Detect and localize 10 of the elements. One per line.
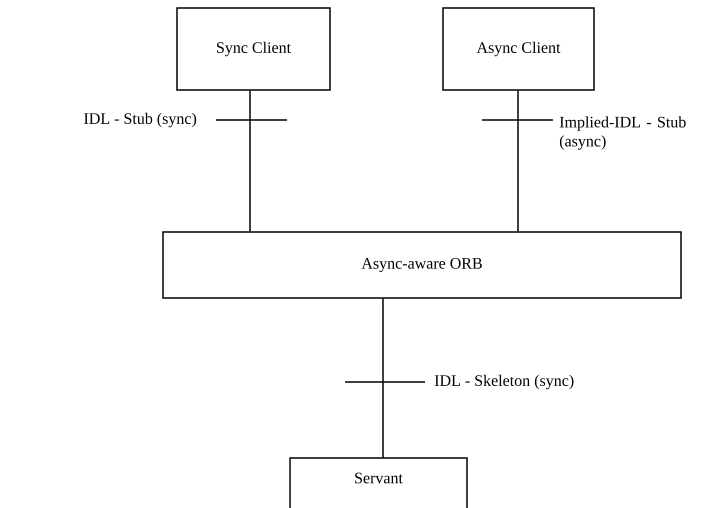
edge-label: IDL - Stub (sync) <box>84 112 196 128</box>
edge-label: Implied-IDL - Stub (async) <box>560 116 686 150</box>
connector-line <box>517 90 519 232</box>
box: Async-aware ORB <box>162 231 682 299</box>
edge-label: IDL - Skeleton (sync) <box>434 374 574 390</box>
connector-line <box>382 298 384 458</box>
box: Sync Client <box>176 7 331 91</box>
connector-line <box>249 90 251 232</box>
box: Servant <box>289 457 468 508</box>
box: Async Client <box>442 7 595 91</box>
